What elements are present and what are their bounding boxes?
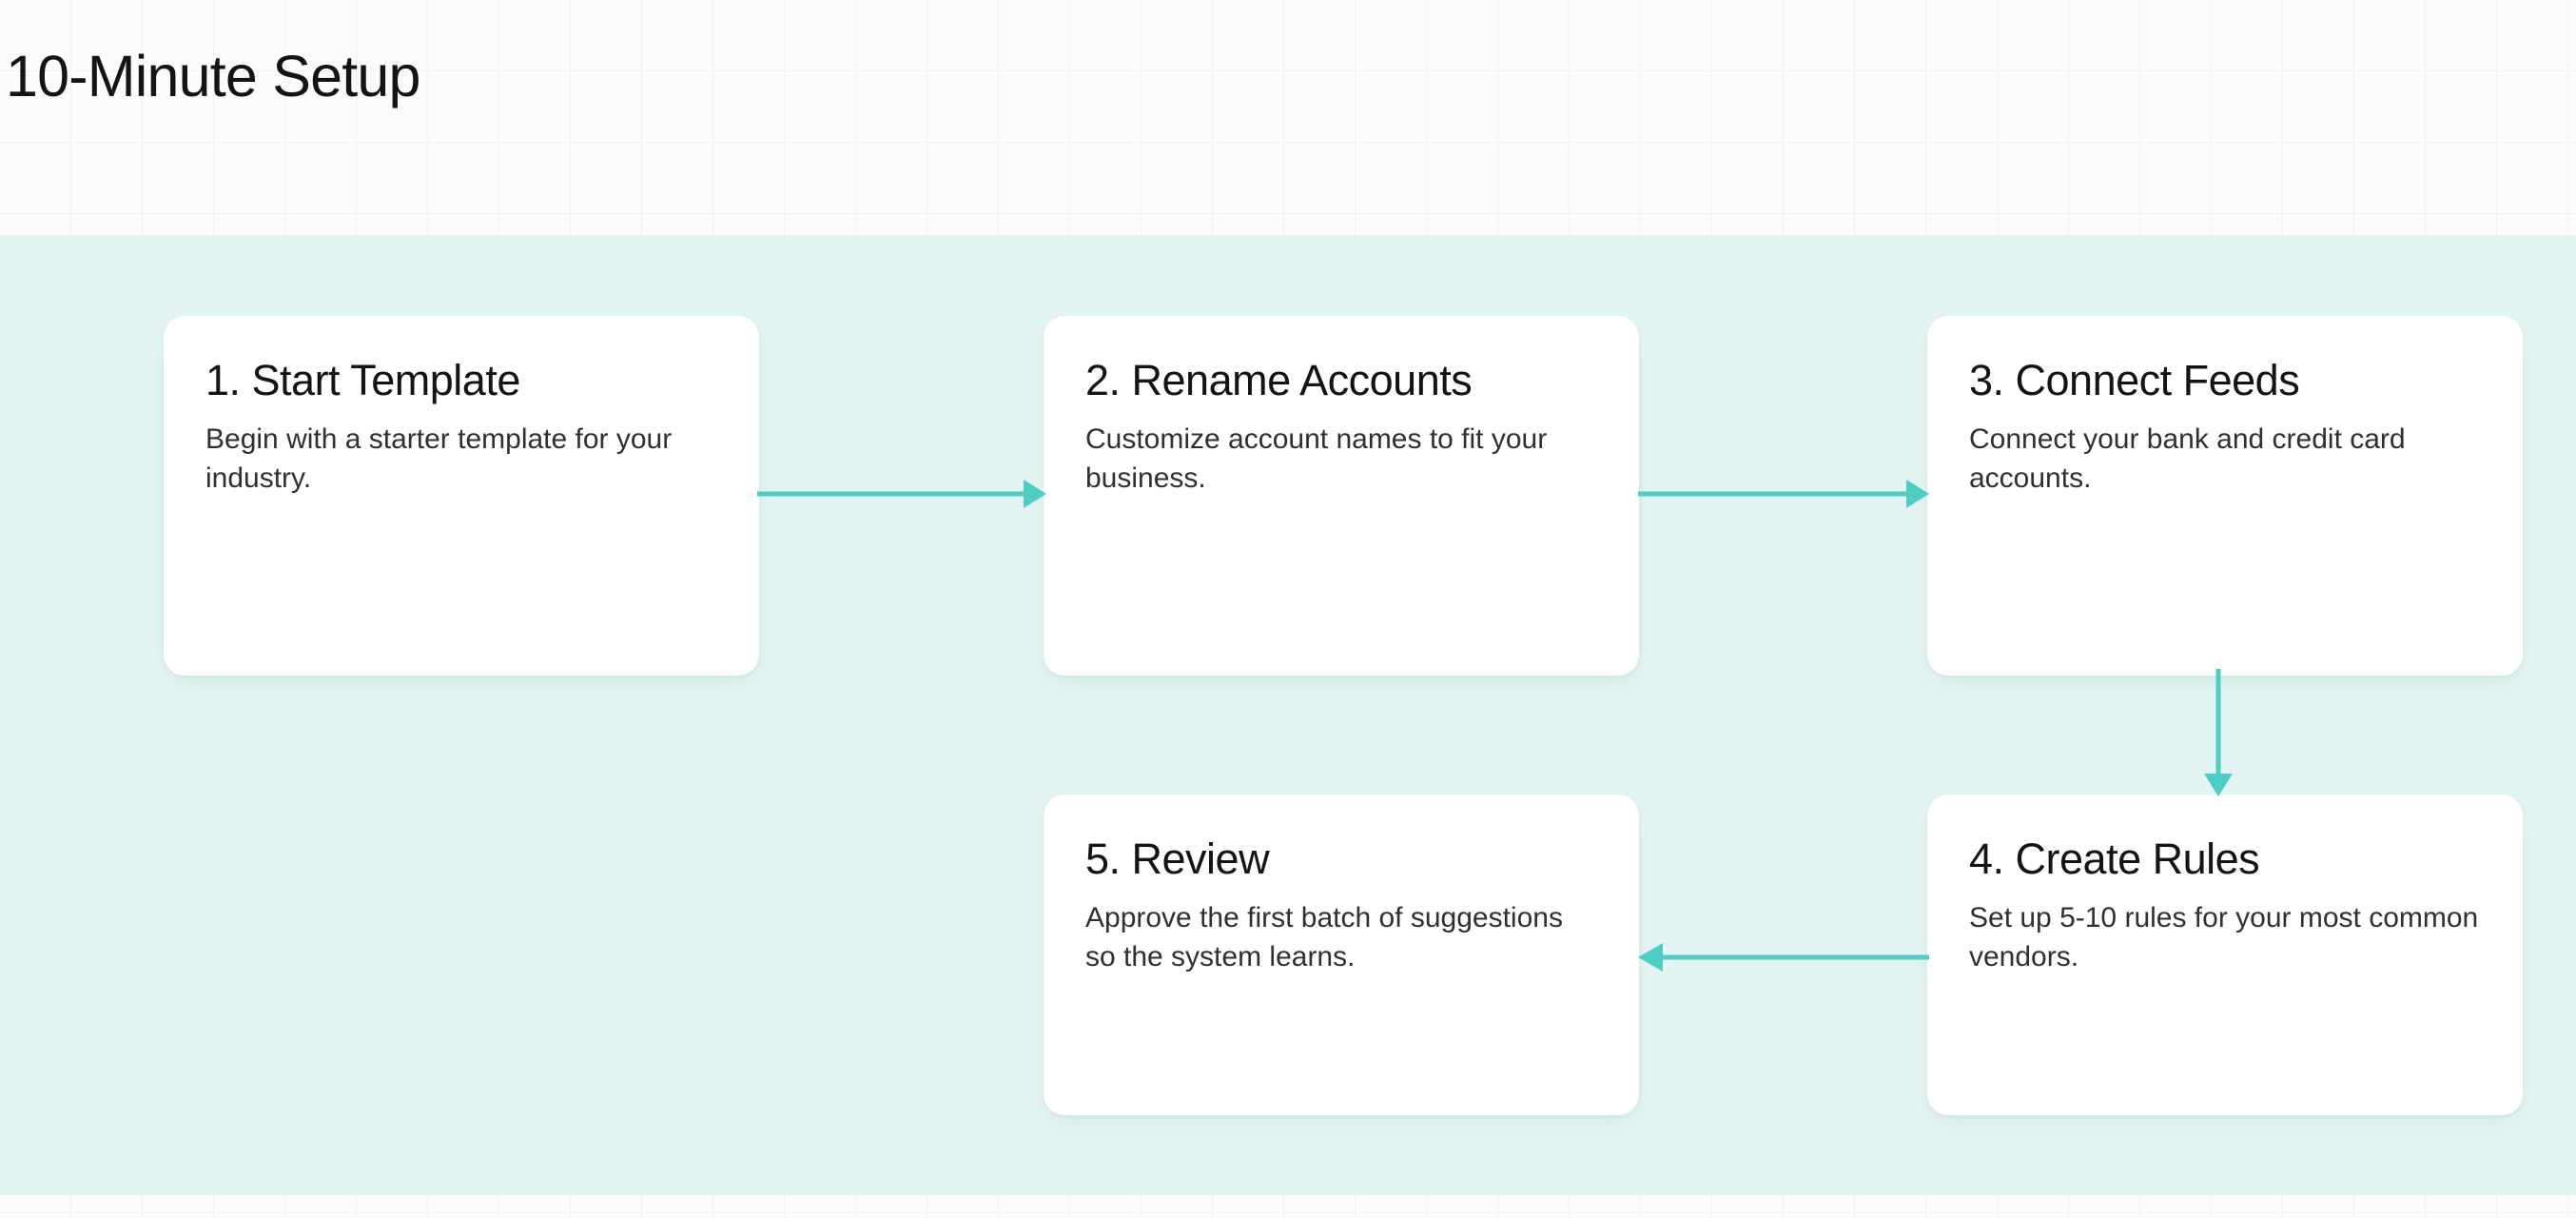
step-card-4[interactable]: 4. Create Rules Set up 5-10 rules for yo…: [1927, 795, 2523, 1115]
step-card-3[interactable]: 3. Connect Feeds Connect your bank and c…: [1927, 316, 2523, 676]
step-card-2[interactable]: 2. Rename Accounts Customize account nam…: [1044, 316, 1639, 676]
page-title: 10-Minute Setup: [6, 43, 420, 108]
step-card-5-title: 5. Review: [1085, 835, 1270, 883]
step-card-3-body: Connect your bank and credit card accoun…: [1969, 423, 2406, 494]
step-card-5[interactable]: 5. Review Approve the first batch of sug…: [1044, 795, 1639, 1115]
step-card-2-body: Customize account names to fit your busi…: [1085, 423, 1548, 494]
arrow-right-icon-step1-to-step2: [757, 474, 1046, 514]
step-card-4-body: Set up 5-10 rules for your most common v…: [1969, 902, 2479, 972]
step-card-1-title: 1. Start Template: [205, 356, 520, 404]
arrow-right-icon-step2-to-step3: [1638, 474, 1929, 514]
step-card-5-body: Approve the first batch of suggestions s…: [1085, 902, 1563, 972]
step-card-1[interactable]: 1. Start Template Begin with a starter t…: [164, 316, 759, 676]
arrow-left-icon-step4-to-step5: [1638, 937, 1929, 977]
step-card-1-body: Begin with a starter template for your i…: [205, 423, 673, 494]
step-card-3-title: 3. Connect Feeds: [1969, 356, 2300, 404]
arrow-down-icon-step3-to-step4: [2197, 669, 2239, 796]
step-card-4-title: 4. Create Rules: [1969, 835, 2260, 883]
step-card-2-title: 2. Rename Accounts: [1085, 356, 1473, 404]
